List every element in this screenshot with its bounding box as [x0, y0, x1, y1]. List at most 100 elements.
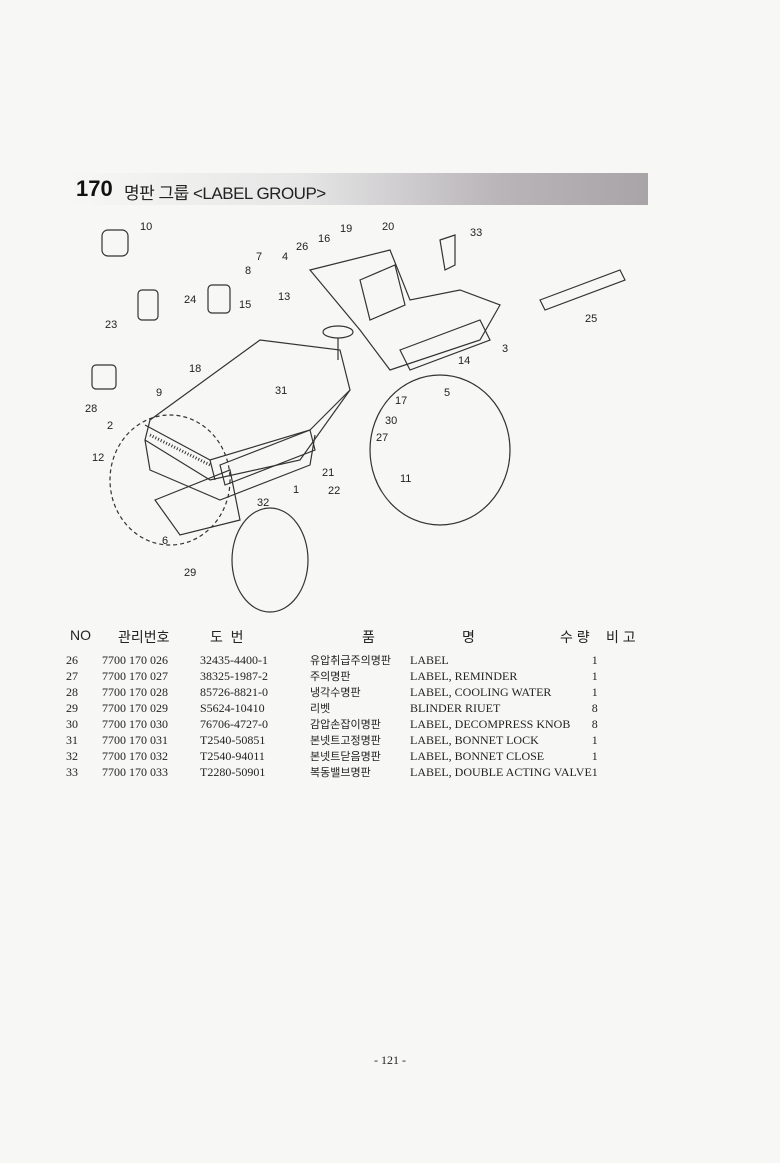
part-no: 33	[66, 764, 78, 779]
callout: 9	[156, 387, 162, 399]
callout: 10	[140, 221, 152, 233]
korean-name: 본넷트고정명판	[310, 735, 381, 747]
english-name: LABEL, DECOMPRESS KNOB	[410, 716, 571, 731]
section-title-bar	[70, 173, 648, 205]
mgmt-number: 7700 170 032	[102, 748, 168, 763]
header-drawing-number: 도 번	[210, 629, 244, 645]
callout: 15	[239, 299, 251, 311]
english-name: LABEL, DOUBLE ACTING VALVE	[410, 764, 592, 779]
bonnet	[144, 339, 351, 481]
drawing-number: 32435-4400-1	[200, 652, 268, 667]
korean-name: 본넷트닫음명판	[310, 751, 381, 763]
part-no: 32	[66, 748, 78, 763]
callout: 33	[470, 227, 482, 239]
korean-name: 복동밸브명판	[310, 767, 371, 779]
callout: 7	[256, 251, 262, 263]
header-quantity: 수 량	[560, 629, 590, 645]
part-23	[137, 289, 159, 321]
callout: 25	[585, 313, 597, 325]
callout: 4	[282, 251, 288, 263]
mgmt-number: 7700 170 033	[102, 764, 168, 779]
callout: 3	[502, 343, 508, 355]
korean-name: 주의명판	[310, 671, 351, 683]
front-wheel	[231, 507, 309, 613]
korean-name: 냉각수명판	[310, 687, 361, 699]
callout: 18	[189, 363, 201, 375]
quantity: 1	[591, 732, 598, 747]
drawing-number: T2540-94011	[200, 748, 265, 763]
part-no: 31	[66, 732, 78, 747]
callout: 6	[162, 535, 168, 547]
part-28	[91, 364, 117, 390]
english-name: LABEL, BONNET CLOSE	[410, 748, 545, 763]
english-name: LABEL	[410, 652, 449, 667]
callout: 1	[293, 484, 299, 496]
callout: 32	[257, 497, 269, 509]
quantity: 1	[591, 668, 598, 683]
korean-name: 리벳	[310, 703, 331, 715]
callout-numbers: 10 19 20 33 16 26 4 7 8 24 15 13 23 25 3…	[85, 221, 597, 579]
callout: 16	[318, 233, 330, 245]
drawing-number: 38325-1987-2	[200, 668, 268, 683]
callout: 19	[340, 223, 352, 235]
quantity: 1	[591, 652, 598, 667]
english-name: BLINDER RIUET	[410, 700, 501, 715]
callout: 5	[444, 387, 450, 399]
table-row: 31 7700 170 031 T2540-50851 본넷트고정명판 LABEL, B…	[66, 732, 622, 748]
callout: 22	[328, 485, 340, 497]
drawing-number: T2280-50901	[200, 764, 266, 779]
quantity: 1	[591, 748, 598, 763]
callout: 21	[322, 467, 334, 479]
page-number: - 121 -	[374, 1053, 406, 1067]
callout: 12	[92, 452, 104, 464]
tractor-exploded-diagram: 10 19 20 33 16 26 4 7 8 24 15 13 23 25 3…	[85, 221, 626, 613]
mgmt-number: 7700 170 027	[102, 668, 168, 683]
callout: 24	[184, 294, 196, 306]
callout: 13	[278, 291, 290, 303]
part-no: 29	[66, 700, 78, 715]
part-25	[539, 269, 626, 311]
section-title: 명판 그룹 <LABEL GROUP>	[124, 184, 326, 203]
fender	[308, 249, 501, 371]
english-name: LABEL, REMINDER	[410, 668, 518, 683]
header-no: NO	[70, 627, 91, 643]
part-24	[207, 284, 231, 314]
section-number: 170	[76, 176, 113, 201]
english-name: LABEL, COOLING WATER	[410, 684, 552, 699]
part-10	[101, 229, 129, 257]
part-33	[439, 234, 456, 271]
korean-name: 감압손잡이명판	[310, 719, 381, 731]
part-no: 30	[66, 716, 78, 731]
callout: 11	[400, 473, 411, 485]
callout: 27	[376, 432, 388, 444]
table-row: 29 7700 170 029 S5624-10410 리벳 BLINDER RIUET…	[66, 700, 622, 716]
quantity: 1	[591, 684, 598, 699]
callout: 29	[184, 567, 196, 579]
callout: 20	[382, 221, 394, 233]
table-row: 27 7700 170 027 38325-1987-2 주의명판 LABEL, REM…	[66, 668, 622, 684]
table-row: 32 7700 170 032 T2540-94011 본넷트닫음명판 LABEL, B…	[66, 748, 622, 764]
quantity: 8	[591, 716, 598, 731]
callout: 26	[296, 241, 308, 253]
korean-name: 유압취급주의명판	[310, 655, 391, 667]
callout: 23	[105, 319, 117, 331]
english-name: LABEL, BONNET LOCK	[410, 732, 539, 747]
callout: 30	[385, 415, 397, 427]
drawing-number: S5624-10410	[200, 700, 265, 715]
drawing-number: 85726-8821-0	[200, 684, 268, 699]
part-no: 27	[66, 668, 78, 683]
part-no: 26	[66, 652, 78, 667]
header-name-a: 품	[362, 629, 375, 645]
callout: 14	[458, 355, 470, 367]
mgmt-number: 7700 170 030	[102, 716, 168, 731]
mgmt-number: 7700 170 029	[102, 700, 168, 715]
header-remark: 비 고	[606, 629, 636, 645]
quantity: 1	[591, 764, 598, 779]
mgmt-number: 7700 170 031	[102, 732, 168, 747]
callout: 8	[245, 265, 251, 277]
drawing-number: T2540-50851	[200, 732, 266, 747]
